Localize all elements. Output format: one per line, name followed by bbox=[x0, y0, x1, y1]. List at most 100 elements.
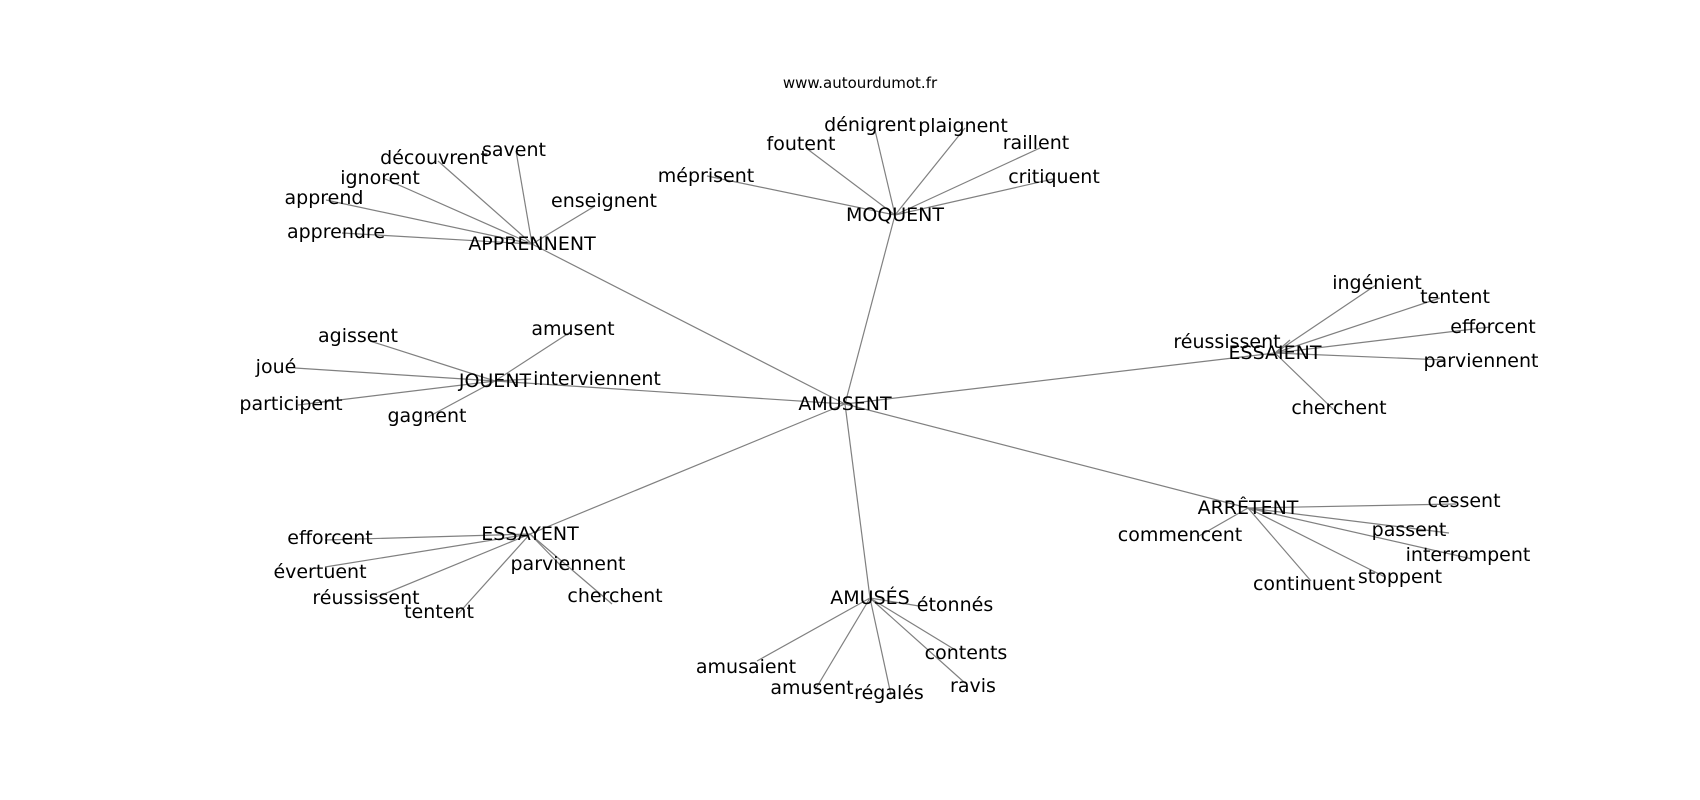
edge-moquent-leaf bbox=[894, 178, 1054, 216]
edge-apprennent-leaf bbox=[382, 177, 533, 245]
leaf-label-amuses: régalés bbox=[854, 682, 924, 704]
leaf-label-essaient: efforcent bbox=[1450, 316, 1535, 338]
leaf-label-jouent: interviennent bbox=[533, 368, 661, 390]
leaf-label-jouent: amusent bbox=[531, 318, 614, 340]
leaf-label-moquent: critiquent bbox=[1008, 166, 1100, 188]
edge-apprennent-leaf bbox=[325, 199, 533, 245]
edge-jouent-leaf bbox=[427, 380, 496, 418]
leaf-label-apprennent: découvrent bbox=[380, 147, 488, 169]
leaf-label-moquent: foutent bbox=[767, 133, 836, 155]
leaf-label-apprennent: savent bbox=[482, 139, 546, 161]
edge-essaient-leaf bbox=[1274, 284, 1377, 354]
graph-labels: www.autourdumot.fr AMUSENT MOQUENT méprise… bbox=[239, 74, 1538, 704]
leaf-label-apprennent: apprendre bbox=[287, 221, 385, 243]
edge-essayent-leaf bbox=[324, 533, 531, 568]
edge-apprennent-leaf bbox=[341, 232, 533, 245]
edge-moquent-leaf bbox=[894, 127, 966, 216]
edge-apprennent-leaf bbox=[437, 160, 533, 245]
edge-arretent-leaf bbox=[1247, 507, 1312, 582]
leaf-label-arretent: cessent bbox=[1427, 490, 1500, 512]
center-node-label: AMUSENT bbox=[798, 393, 892, 415]
edge-amuses-leaf bbox=[814, 597, 871, 691]
leaf-label-amuses: ravis bbox=[950, 675, 996, 697]
leaf-label-essayent: tentent bbox=[404, 601, 474, 623]
edge-arretent-leaf bbox=[1247, 507, 1473, 560]
leaf-label-essaient: ingénient bbox=[1332, 272, 1422, 294]
hub-label-apprennent: APPRENNENT bbox=[468, 233, 596, 255]
edge-moquent-leaf bbox=[805, 147, 896, 216]
edge-essaient-leaf bbox=[1274, 326, 1491, 354]
hub-label-jouent: JOUENT bbox=[458, 370, 532, 392]
leaf-label-arretent: continuent bbox=[1253, 573, 1355, 595]
leaf-label-arretent: passent bbox=[1372, 519, 1447, 541]
leaf-label-amuses: contents bbox=[925, 642, 1008, 664]
edge-essayent-leaf bbox=[324, 533, 531, 541]
edge-arretent-leaf bbox=[1198, 507, 1249, 537]
edge-amuses-leaf bbox=[869, 597, 892, 696]
edge-amuses-leaf bbox=[869, 597, 920, 607]
leaf-label-apprennent: enseignent bbox=[551, 190, 657, 212]
edge-center-arretent bbox=[844, 403, 1249, 509]
hub-label-arretent: ARRÊTENT bbox=[1198, 496, 1299, 519]
edge-center-essayent bbox=[529, 403, 846, 535]
edge-essaient-leaf bbox=[1274, 352, 1336, 412]
leaf-label-jouent: agissent bbox=[318, 325, 398, 347]
leaf-label-arretent: interrompent bbox=[1406, 544, 1531, 566]
edge-jouent-leaf bbox=[294, 367, 496, 382]
leaf-label-essayent: réussissent bbox=[312, 587, 419, 609]
leaf-label-apprennent: ignorent bbox=[340, 167, 420, 189]
leaf-label-arretent: commencent bbox=[1118, 524, 1242, 546]
edge-essayent-leaf bbox=[457, 533, 531, 615]
edge-essaient-leaf bbox=[1274, 352, 1446, 361]
leaf-label-essaient: cherchent bbox=[1291, 397, 1386, 419]
leaf-label-essayent: évertuent bbox=[273, 561, 366, 583]
leaf-label-amuses: étonnés bbox=[917, 594, 993, 616]
edge-jouent-leaf bbox=[494, 330, 573, 382]
edge-center-amuses bbox=[844, 403, 871, 599]
leaf-label-moquent: méprisent bbox=[658, 165, 754, 187]
edge-essayent-leaf bbox=[371, 533, 531, 600]
edge-center-apprennent bbox=[531, 243, 846, 405]
edge-amuses-leaf bbox=[869, 597, 958, 652]
edge-arretent-leaf bbox=[1247, 507, 1386, 578]
hub-label-moquent: MOQUENT bbox=[846, 204, 944, 226]
leaf-label-amuses: amusent bbox=[770, 677, 853, 699]
leaf-label-essayent: cherchent bbox=[567, 585, 662, 607]
edge-jouent-leaf bbox=[494, 378, 532, 382]
leaf-label-essaient: réussissent bbox=[1173, 331, 1280, 353]
leaf-label-jouent: joué bbox=[255, 356, 297, 378]
edge-center-essaient bbox=[844, 352, 1276, 405]
leaf-label-essaient: parviennent bbox=[1424, 350, 1539, 372]
leaf-label-essayent: parviennent bbox=[511, 553, 626, 575]
edge-moquent-leaf bbox=[894, 147, 1041, 216]
edge-moquent-leaf bbox=[873, 125, 896, 216]
edge-apprennent-leaf bbox=[515, 150, 533, 245]
leaf-label-apprennent: apprend bbox=[285, 187, 364, 209]
edge-amuses-leaf bbox=[756, 597, 871, 662]
leaf-label-jouent: gagnent bbox=[388, 405, 467, 427]
edge-center-moquent bbox=[844, 214, 896, 405]
leaf-label-arretent: stoppent bbox=[1358, 566, 1442, 588]
leaf-label-moquent: raillent bbox=[1003, 132, 1069, 154]
leaf-label-essayent: efforcent bbox=[287, 527, 372, 549]
edge-jouent-leaf bbox=[297, 380, 496, 406]
edge-essaient-leaf bbox=[1274, 297, 1441, 354]
edge-essayent-leaf bbox=[529, 533, 564, 569]
edge-arretent-leaf bbox=[1247, 507, 1450, 534]
leaf-label-jouent: participent bbox=[239, 393, 342, 415]
hub-label-essayent: ESSAYENT bbox=[481, 523, 579, 545]
edge-moquent-leaf bbox=[706, 175, 896, 216]
edge-amuses-leaf bbox=[869, 597, 966, 684]
leaf-label-moquent: dénigrent bbox=[824, 114, 916, 136]
edge-essayent-leaf bbox=[529, 533, 613, 605]
hub-label-amuses: AMUSÉS bbox=[830, 586, 909, 609]
leaf-label-amuses: amusaient bbox=[696, 656, 796, 678]
graph-edges bbox=[294, 125, 1491, 696]
site-watermark: www.autourdumot.fr bbox=[783, 74, 938, 92]
edge-center-jouent bbox=[494, 380, 846, 405]
edge-arretent-leaf bbox=[1247, 503, 1457, 509]
leaf-label-moquent: plaignent bbox=[918, 115, 1008, 137]
hub-label-essaient: ESSAIENT bbox=[1229, 342, 1322, 364]
edge-apprennent-leaf bbox=[531, 205, 596, 245]
